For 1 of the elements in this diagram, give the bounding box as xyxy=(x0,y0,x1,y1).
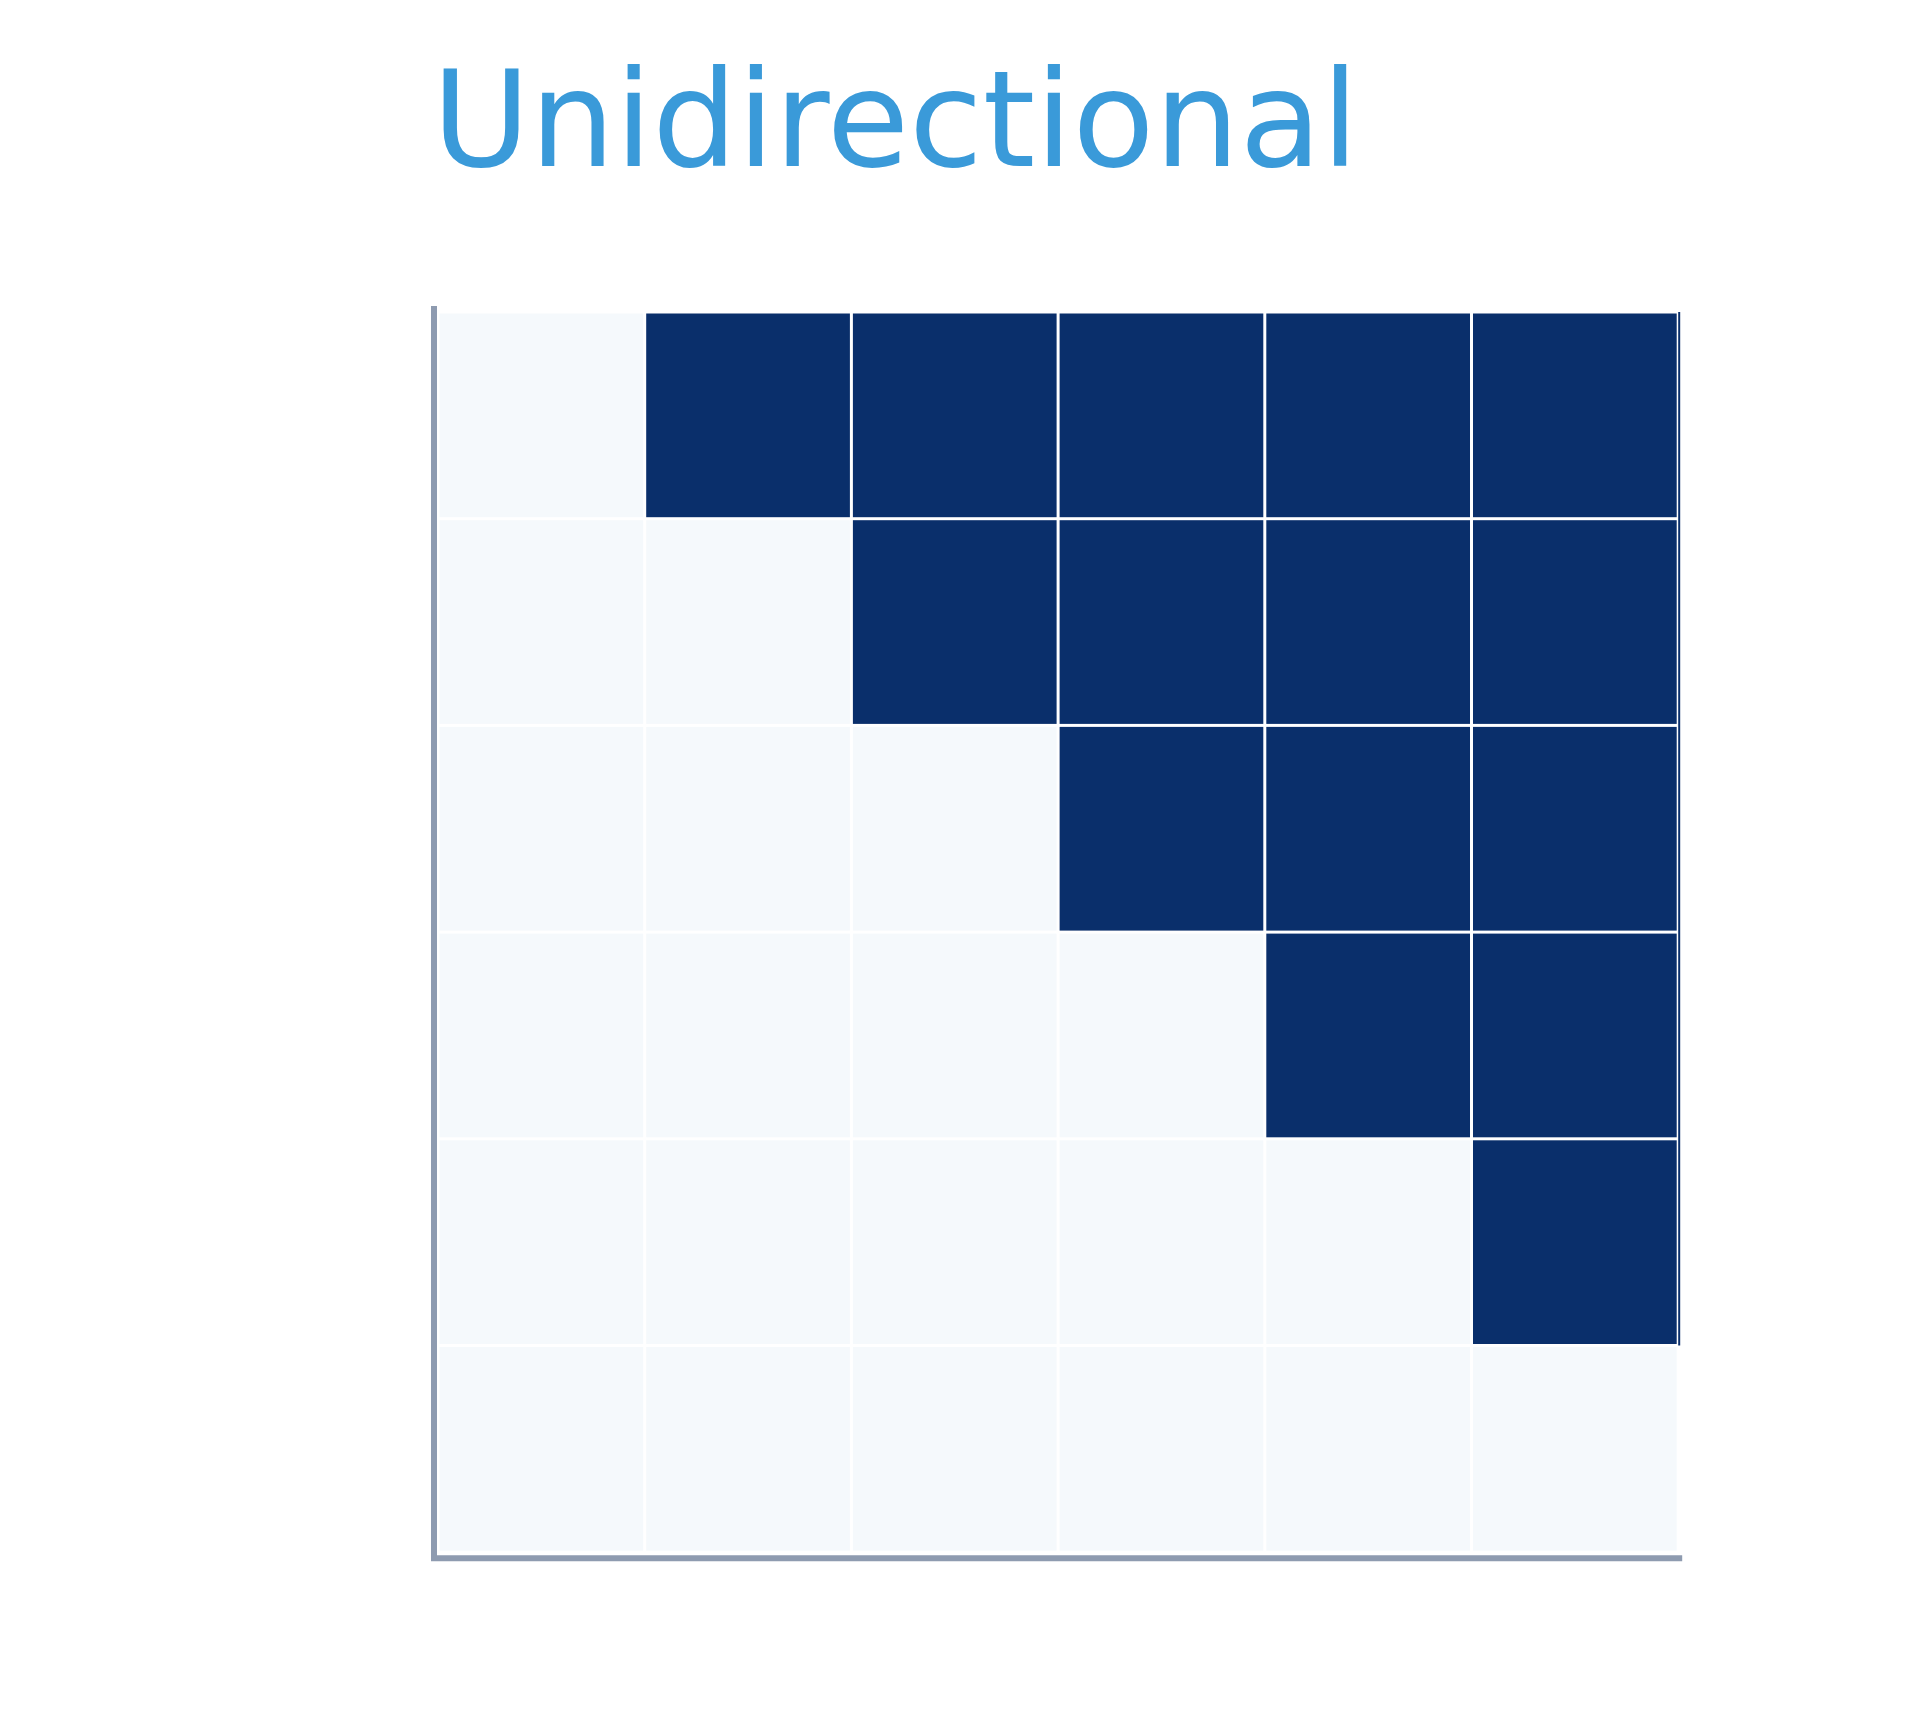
title: Unidirectional xyxy=(432,41,1359,200)
